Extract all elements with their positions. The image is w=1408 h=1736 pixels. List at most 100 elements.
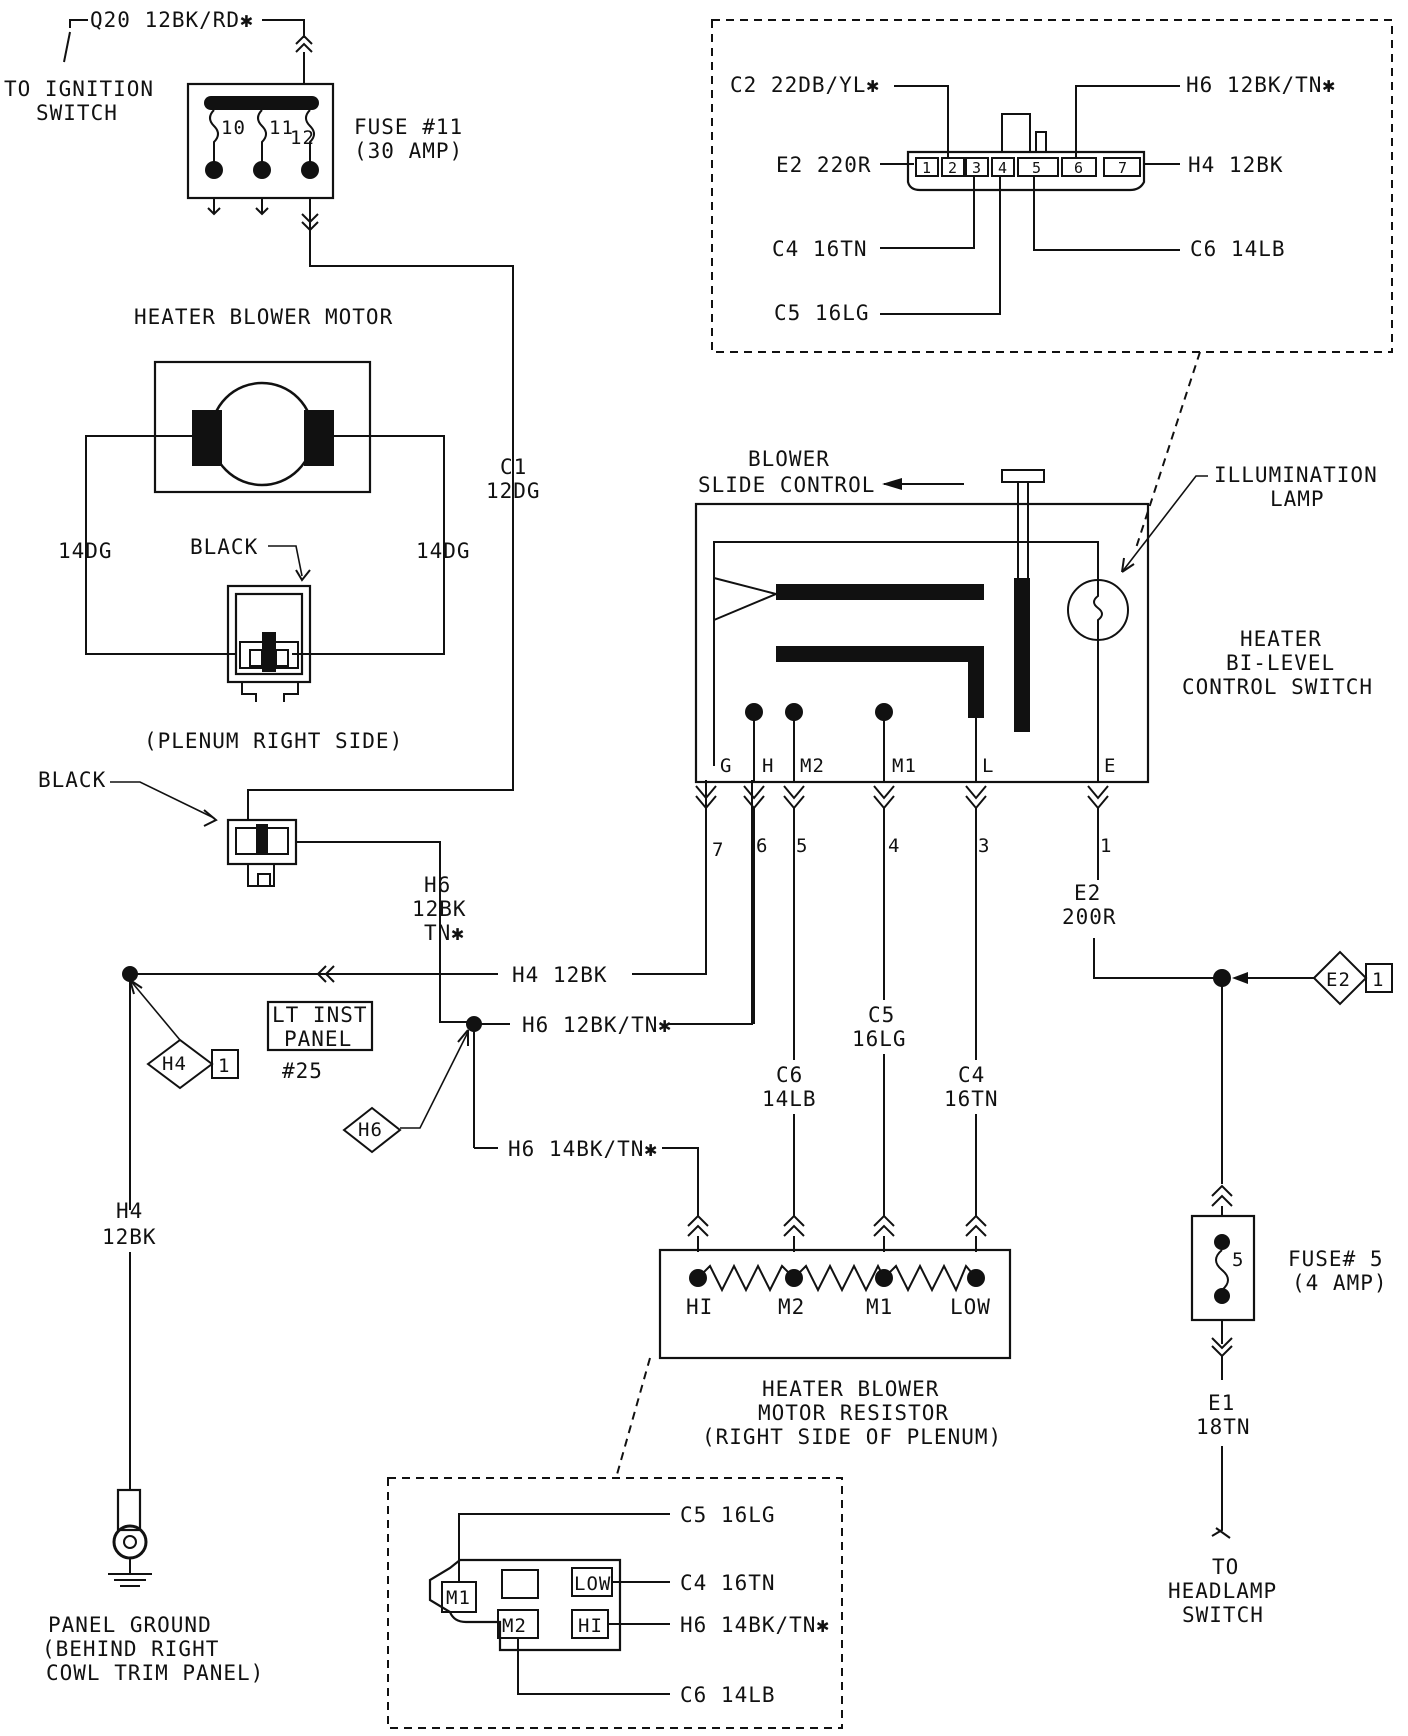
resistor-feed-wires: C6 14LB C5 16LG C4 16TN xyxy=(687,1003,999,1252)
e2-label: E2 xyxy=(1074,881,1101,905)
c6-conn-label: C6 14LB xyxy=(1190,237,1286,261)
switch-harness-connectors: 7 6 5 4 3 1 xyxy=(695,785,1112,1060)
lamp-label: LAMP xyxy=(1270,487,1325,511)
conn-pin-7: 7 xyxy=(1118,159,1127,177)
conn-pin-2: 2 xyxy=(948,159,957,177)
h4-left-label: H4 xyxy=(116,1199,143,1223)
h6-conn-label: H6 12BK/TN✱ xyxy=(1186,73,1336,97)
conn-pin-6: 6 xyxy=(1074,159,1083,177)
black-connector-label: BLACK xyxy=(38,768,106,792)
h6-tn-label: TN✱ xyxy=(424,921,465,945)
cavity-5: 5 xyxy=(796,835,808,857)
terminal-h: H xyxy=(762,755,774,777)
cavity-6: 6 xyxy=(756,835,768,857)
c1-label: C1 xyxy=(500,455,527,479)
num-25-label: #25 xyxy=(282,1059,323,1083)
detail-c5-label: C5 16LG xyxy=(680,1503,776,1527)
cavity-3: 3 xyxy=(978,835,990,857)
e2-wire-label: 200R xyxy=(1062,905,1117,929)
ignition-feed: Q20 12BK/RD✱ TO IGNITION SWITCH xyxy=(4,8,313,125)
fuse-5-num: 5 xyxy=(1232,1249,1244,1271)
conn-pin-3: 3 xyxy=(972,159,981,177)
e2-conn-label: E2 220R xyxy=(776,153,872,177)
bi-level-label: BI-LEVEL xyxy=(1226,651,1335,675)
e2-diamond-label: E2 xyxy=(1326,969,1351,991)
h6-14bktn-label: H6 14BK/TN✱ xyxy=(508,1137,658,1161)
terminal-l: L xyxy=(982,755,994,777)
wire-14dg-right: 14DG xyxy=(416,539,471,563)
resistor-label-3: (RIGHT SIDE OF PLENUM) xyxy=(702,1425,1002,1449)
resistor-connector-detail: M1 LOW M2 HI C5 16LG C4 16TN H6 14BK/TN✱… xyxy=(387,1477,843,1729)
blower-label: BLOWER xyxy=(748,447,830,471)
fuse-5-amp: (4 AMP) xyxy=(1292,1271,1388,1295)
conn-pin-1: 1 xyxy=(922,159,931,177)
resistor-hi: HI xyxy=(686,1295,713,1319)
c6-label: C6 xyxy=(776,1063,803,1087)
cavity-1: 1 xyxy=(1100,835,1112,857)
to-label: TO xyxy=(1212,1555,1239,1579)
terminal-g: G xyxy=(720,755,732,777)
h4-diamond-num: 1 xyxy=(218,1055,230,1077)
cavity-4: 4 xyxy=(888,835,900,857)
fuse-pin-11: 11 xyxy=(269,117,294,139)
wire-14dg-left: 14DG xyxy=(58,539,113,563)
resistor-m2: M2 xyxy=(778,1295,805,1319)
resistor-label-2: MOTOR RESISTOR xyxy=(758,1401,949,1425)
lt-inst-label: LT INST xyxy=(272,1003,368,1027)
panel-ground-1: PANEL GROUND xyxy=(48,1613,212,1637)
panel-ground-3: COWL TRIM PANEL) xyxy=(46,1661,264,1685)
h6-label: H6 xyxy=(424,873,451,897)
c4-label: C4 xyxy=(958,1063,985,1087)
bi-level-control-switch: BLOWER SLIDE CONTROL ILLUMINATION LAMP G… xyxy=(694,447,1378,784)
fuse-pin-12: 12 xyxy=(290,127,315,149)
conn-pin-5: 5 xyxy=(1032,159,1041,177)
terminal-m1: M1 xyxy=(892,755,917,777)
h4-12bk-label: H4 12BK xyxy=(512,963,608,987)
c4-wire-label: 16TN xyxy=(944,1087,999,1111)
resistor-low: LOW xyxy=(950,1295,991,1319)
detail-h6-label: H6 14BK/TN✱ xyxy=(680,1613,830,1637)
fuse-pin-10: 10 xyxy=(221,117,246,139)
h4-left-wire-label: 12BK xyxy=(102,1225,157,1249)
c6-wire-label: 14LB xyxy=(762,1087,817,1111)
e2-circuit: E2 200R E2 1 5 FUSE# 5 (4 AMP) E1 18TN T… xyxy=(1062,881,1393,1627)
to-ignition-label: TO IGNITION xyxy=(4,77,154,101)
fuse-5-label: FUSE# 5 xyxy=(1288,1247,1384,1271)
blower-motor-resistor: HI M2 M1 LOW HEATER BLOWER MOTOR RESISTO… xyxy=(615,1248,1012,1479)
black-motor-connector-label: BLACK xyxy=(190,535,258,559)
e1-label: E1 xyxy=(1208,1391,1235,1415)
c5-conn-label: C5 16LG xyxy=(774,301,870,325)
conn-pin-4: 4 xyxy=(998,159,1007,177)
cavity-7: 7 xyxy=(712,839,724,861)
c1-wire-label: 12DG xyxy=(486,479,541,503)
blower-motor: 14DG 14DG BLACK (PLENUM RIGHT SIDE) xyxy=(58,360,471,753)
detail-m1: M1 xyxy=(446,1587,471,1609)
panel-ground-2: (BEHIND RIGHT xyxy=(42,1637,219,1661)
resistor-m1: M1 xyxy=(866,1295,893,1319)
detail-hi: HI xyxy=(578,1615,603,1637)
heater-label: HEATER xyxy=(1240,627,1322,651)
fuse-11: 10 11 12 FUSE #11 (30 AMP) xyxy=(186,82,514,820)
fuse-11-label: FUSE #11 xyxy=(354,115,463,139)
h6-wire-label: 12BK xyxy=(412,897,467,921)
resistor-label-1: HEATER BLOWER xyxy=(762,1377,939,1401)
switch-connector-detail: C2 22DB/YL✱ E2 220R C4 16TN C5 16LG H6 1… xyxy=(711,19,1393,549)
panel-label: PANEL xyxy=(284,1027,352,1051)
c4-conn-label: C4 16TN xyxy=(772,237,868,261)
ignition-switch-label: SWITCH xyxy=(36,101,118,125)
detail-c6-label: C6 14LB xyxy=(680,1683,776,1707)
e1-wire-label: 18TN xyxy=(1196,1415,1251,1439)
plenum-right-side-label: (PLENUM RIGHT SIDE) xyxy=(144,729,403,753)
h4-diamond-label: H4 xyxy=(162,1053,187,1075)
c2-conn-label: C2 22DB/YL✱ xyxy=(730,73,880,97)
c5-label: C5 xyxy=(868,1003,895,1027)
h4-ground-circuit: H4 12BK LT INST PANEL #25 H4 1 H4 12BK P… xyxy=(42,780,707,1685)
black-connector: BLACK H6 12BK TN✱ xyxy=(38,768,474,1023)
slide-control-label: SLIDE CONTROL xyxy=(698,473,875,497)
control-switch-label: CONTROL SWITCH xyxy=(1182,675,1373,699)
terminal-e: E xyxy=(1104,755,1116,777)
detail-m2: M2 xyxy=(502,1615,527,1637)
illumination-label: ILLUMINATION xyxy=(1214,463,1378,487)
detail-c4-label: C4 16TN xyxy=(680,1571,776,1595)
